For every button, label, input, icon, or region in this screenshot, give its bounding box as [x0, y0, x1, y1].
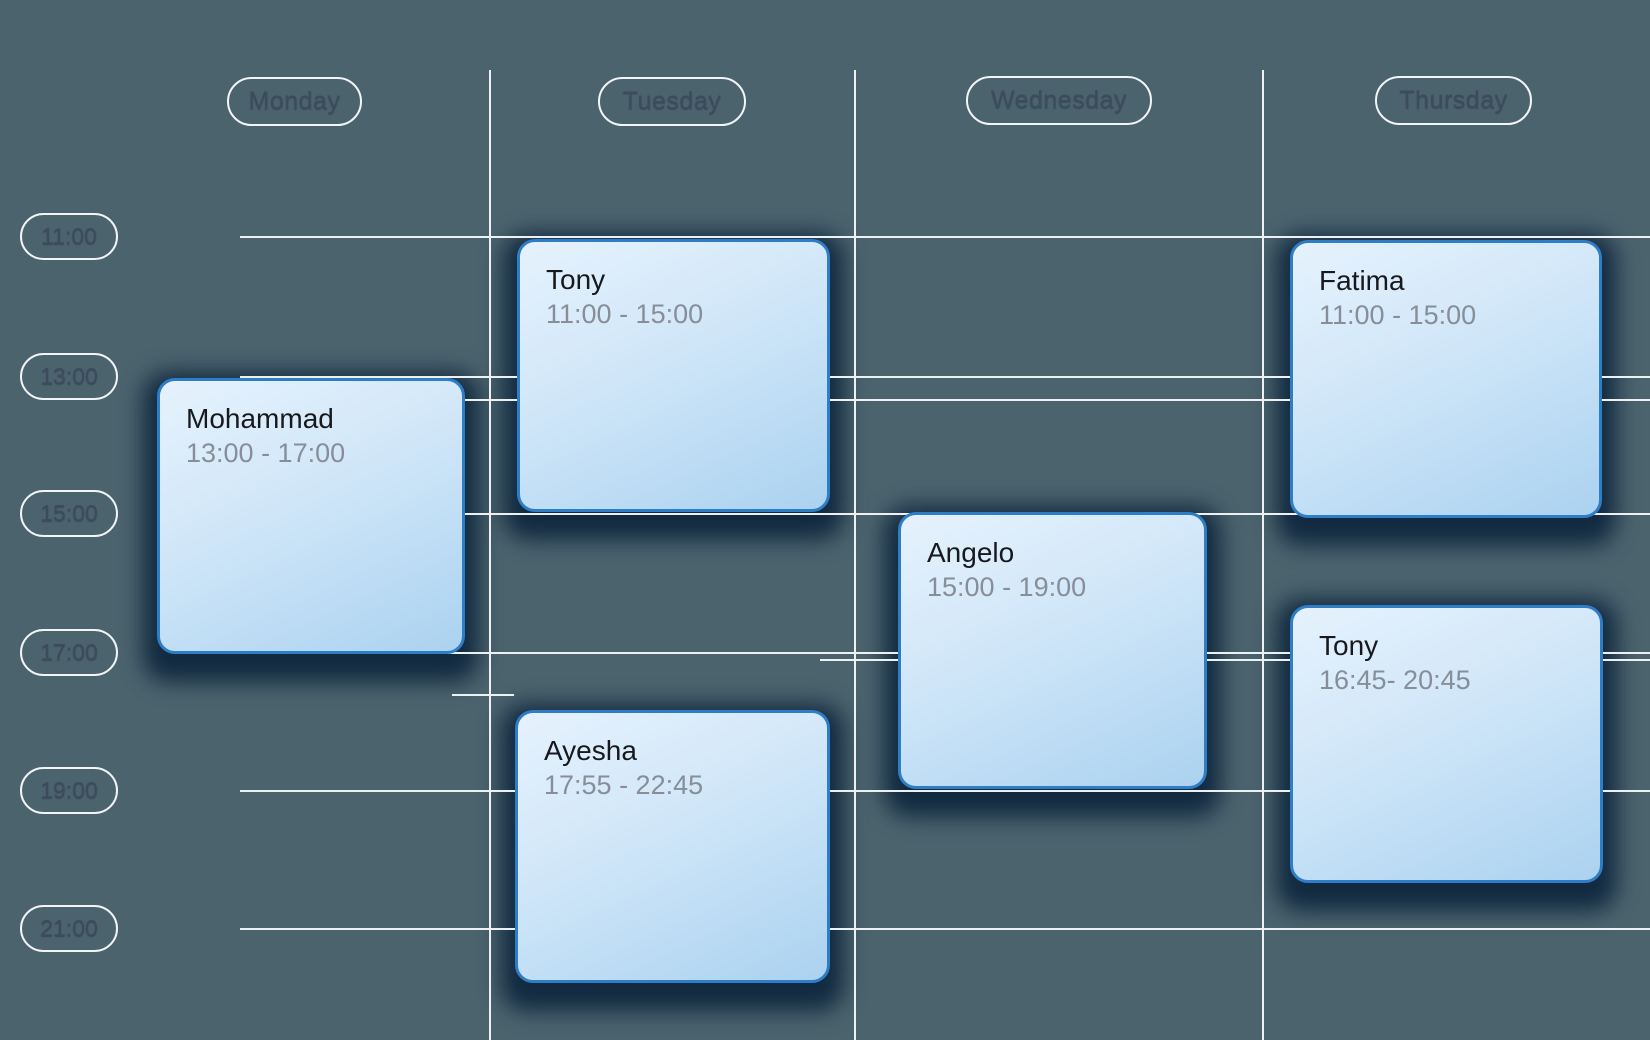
- grid-line-horizontal-offset: [455, 399, 1650, 401]
- day-header-thursday: Thursday: [1375, 76, 1532, 125]
- time-label: 21:00: [40, 915, 98, 941]
- day-header-tuesday: Tuesday: [598, 77, 746, 126]
- event-name: Ayesha: [544, 735, 637, 766]
- grid-line-vertical: [1262, 70, 1264, 1040]
- event-time-range: 16:45- 20:45: [1319, 665, 1471, 695]
- time-label: 19:00: [40, 777, 98, 803]
- event-time-range: 11:00 - 15:00: [1319, 300, 1477, 330]
- event-card-fatima-thursday[interactable]: Fatima 11:00 - 15:00: [1290, 240, 1602, 518]
- time-label-1900: 19:00: [20, 767, 118, 814]
- event-time-range: 13:00 - 17:00: [186, 438, 346, 468]
- event-card-tony-tuesday[interactable]: Tony 11:00 - 15:00: [517, 239, 830, 512]
- event-card-mohammad-monday[interactable]: Mohammad 13:00 - 17:00: [157, 378, 465, 654]
- day-header-label: Wednesday: [990, 86, 1128, 114]
- time-label: 15:00: [40, 500, 98, 526]
- grid-line-horizontal-offset: [820, 659, 1650, 661]
- time-label: 11:00: [41, 223, 97, 249]
- event-name: Mohammad: [186, 403, 334, 434]
- grid-line-vertical: [489, 70, 491, 1040]
- event-card-tony-thursday[interactable]: Tony 16:45- 20:45: [1290, 605, 1603, 883]
- event-name: Angelo: [927, 537, 1015, 568]
- event-time-range: 15:00 - 19:00: [927, 572, 1087, 602]
- grid-line-horizontal: [240, 236, 1650, 238]
- event-name: Tony: [546, 264, 606, 295]
- day-header-label: Monday: [248, 87, 341, 115]
- time-label-2100: 21:00: [20, 905, 118, 952]
- day-header-label: Tuesday: [622, 87, 722, 115]
- day-header-label: Thursday: [1399, 86, 1508, 114]
- day-header-wednesday: Wednesday: [966, 76, 1152, 125]
- time-label-1100: 11:00: [20, 213, 118, 260]
- grid-line-horizontal-offset: [452, 694, 514, 696]
- grid-line-horizontal: [240, 928, 1650, 930]
- time-label-1700: 17:00: [20, 629, 118, 676]
- event-name: Fatima: [1319, 265, 1405, 296]
- event-time-range: 11:00 - 15:00: [546, 299, 704, 329]
- event-name: Tony: [1319, 630, 1379, 661]
- day-header-monday: Monday: [227, 77, 362, 126]
- grid-line-horizontal: [240, 790, 1650, 792]
- event-time-range: 17:55 - 22:45: [544, 770, 704, 800]
- grid-line-vertical: [854, 70, 856, 1040]
- event-card-angelo-wednesday[interactable]: Angelo 15:00 - 19:00: [898, 512, 1207, 789]
- time-label-1300: 13:00: [20, 353, 118, 400]
- time-label: 17:00: [40, 639, 98, 665]
- grid-line-horizontal: [240, 376, 1650, 378]
- time-label-1500: 15:00: [20, 490, 118, 537]
- event-card-ayesha-tuesday[interactable]: Ayesha 17:55 - 22:45: [515, 710, 830, 983]
- time-label: 13:00: [40, 363, 98, 389]
